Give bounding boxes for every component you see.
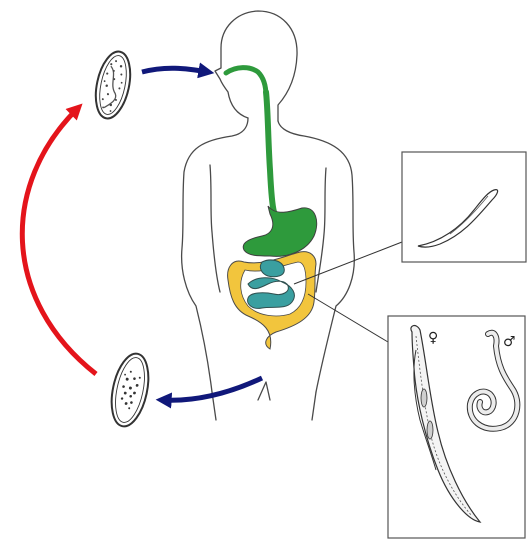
female-symbol: ♀ [428,330,438,346]
egg-icon [106,350,155,429]
stomach [243,206,316,256]
red-arrow-reinfection [22,108,96,374]
male-symbol: ♂ [503,334,516,350]
head-outline [215,11,297,121]
adult-worms-panel: ♀ ♂ [388,316,525,538]
blue-arrow-ingestion [142,68,208,72]
egg-icon [90,48,135,121]
mouth-passage [226,68,266,96]
legs-outline [212,382,316,420]
pointer-line-adults [308,294,388,342]
larva-panel [402,152,526,262]
small-intestine-upper [260,260,284,277]
esophagus [266,92,274,212]
digestive-tract [226,68,317,349]
